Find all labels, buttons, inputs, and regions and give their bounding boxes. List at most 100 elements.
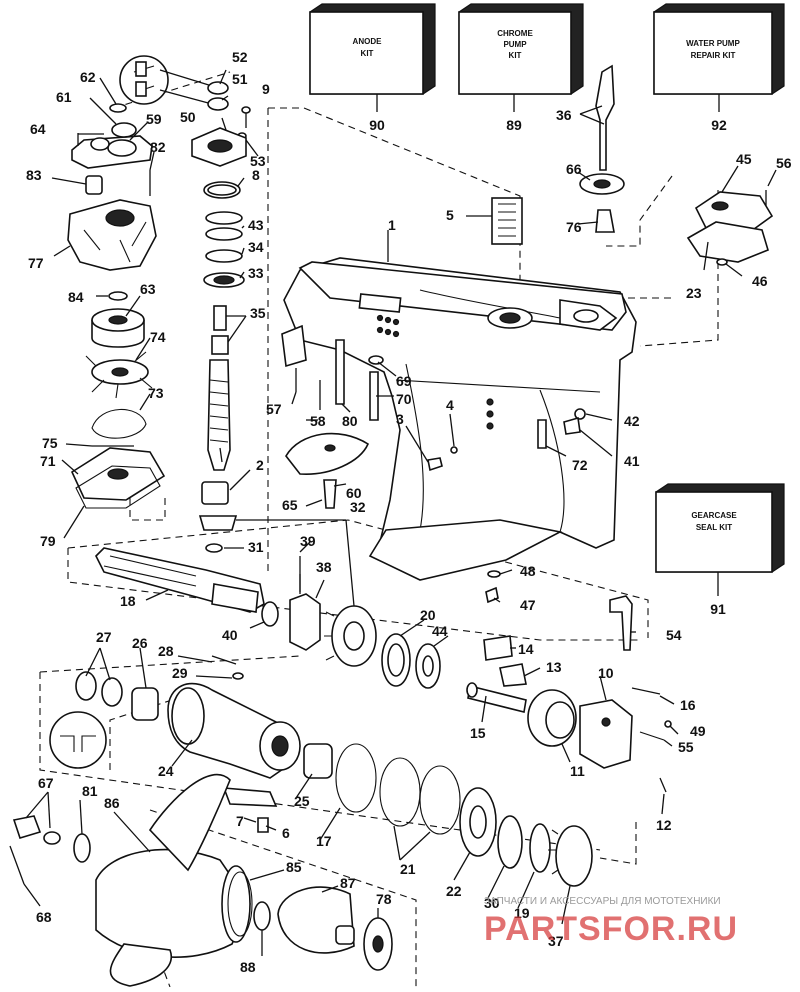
callout-59: 59: [146, 111, 162, 127]
callout-1: 1: [388, 217, 396, 233]
driveshaft-parts: [119, 55, 251, 553]
kit-label-water-pump-repair: WATER PUMP: [686, 39, 740, 48]
callout-9: 9: [262, 81, 270, 97]
callout-29: 29: [172, 665, 188, 681]
kit-number-anode-kit: 90: [369, 117, 385, 133]
callout-47: 47: [520, 597, 536, 613]
callout-19: 19: [514, 905, 530, 921]
callout-61: 61: [56, 89, 72, 105]
callout-44: 44: [432, 623, 448, 639]
callout-22: 22: [446, 883, 462, 899]
kit-box-chrome-pump: CHROME PUMP KIT: [458, 3, 584, 95]
kit-box-anode: ANODE KIT: [309, 3, 436, 95]
gearcase-housing: [283, 257, 637, 581]
kit-label-anode: ANODE: [353, 37, 383, 46]
callout-71: 71: [40, 453, 56, 469]
callout-66: 66: [566, 161, 582, 177]
callout-7: 7: [236, 813, 244, 829]
callout-33: 33: [248, 265, 264, 281]
callout-55: 55: [678, 739, 694, 755]
lower-parts: [9, 655, 593, 987]
callout-56: 56: [776, 155, 792, 171]
callout-20: 20: [420, 607, 436, 623]
callout-65: 65: [282, 497, 298, 513]
callout-87: 87: [340, 875, 356, 891]
callout-80: 80: [342, 413, 358, 429]
callout-63: 63: [140, 281, 156, 297]
callout-49: 49: [690, 723, 706, 739]
callout-88: 88: [240, 959, 256, 975]
callout-53: 53: [250, 153, 266, 169]
callout-42: 42: [624, 413, 640, 429]
callout-21: 21: [400, 861, 416, 877]
callout-32: 32: [350, 499, 366, 515]
callout-5: 5: [446, 207, 454, 223]
callout-39: 39: [300, 533, 316, 549]
callout-75: 75: [42, 435, 58, 451]
callout-57: 57: [266, 401, 282, 417]
callout-27: 27: [96, 629, 112, 645]
callout-72: 72: [572, 457, 588, 473]
callout-83: 83: [26, 167, 42, 183]
callout-77: 77: [28, 255, 44, 271]
callout-62: 62: [80, 69, 96, 85]
callout-36: 36: [556, 107, 572, 123]
callout-13: 13: [546, 659, 562, 675]
callout-68: 68: [36, 909, 52, 925]
leader-lines: [23, 69, 777, 956]
kit-box-gearcase-seal: GEARCASE SEAL KIT: [655, 483, 785, 573]
callout-17: 17: [316, 833, 332, 849]
watermark-brand: PARTSFOR.RU: [484, 910, 738, 948]
watermark: ЗАПЧАСТИ И АКСЕССУАРЫ ДЛЯ МОТОТЕХНИКИ PA…: [484, 896, 738, 948]
callout-14: 14: [518, 641, 534, 657]
callout-6: 6: [282, 825, 290, 841]
callout-74: 74: [150, 329, 166, 345]
callout-35: 35: [250, 305, 266, 321]
water-pump-parts: [67, 103, 166, 509]
callout-4: 4: [446, 397, 454, 413]
callout-15: 15: [470, 725, 486, 741]
kit-label-gearcase-seal: GEARCASE: [691, 511, 737, 520]
callout-34: 34: [248, 239, 264, 255]
callout-50: 50: [180, 109, 196, 125]
callout-82: 82: [150, 139, 166, 155]
callout-51: 51: [232, 71, 248, 87]
callout-30: 30: [484, 895, 500, 911]
kit-box-water-pump-repair: WATER PUMP REPAIR KIT: [653, 3, 785, 95]
svg-text:KIT: KIT: [361, 49, 374, 58]
callout-31: 31: [248, 539, 264, 555]
callout-16: 16: [680, 697, 696, 713]
callout-3: 3: [396, 411, 404, 427]
svg-text:SEAL KIT: SEAL KIT: [696, 523, 732, 532]
callout-8: 8: [252, 167, 260, 183]
callout-70: 70: [396, 391, 412, 407]
propshaft-parts: [95, 547, 672, 793]
callout-45: 45: [736, 151, 752, 167]
callout-52: 52: [232, 49, 248, 65]
callout-86: 86: [104, 795, 120, 811]
callout-79: 79: [40, 533, 56, 549]
callout-28: 28: [158, 643, 174, 659]
callout-81: 81: [82, 783, 98, 799]
callout-64: 64: [30, 121, 46, 137]
svg-text:KIT: KIT: [509, 51, 522, 60]
callout-10: 10: [598, 665, 614, 681]
callout-37: 37: [548, 933, 564, 949]
callout-58: 58: [310, 413, 326, 429]
callout-18: 18: [120, 593, 136, 609]
kit-number-gearcase-seal-kit: 91: [710, 601, 726, 617]
callout-69: 69: [396, 373, 412, 389]
shift-and-pump-parts: [491, 64, 774, 449]
trim-tab-parts: [281, 324, 501, 604]
callout-26: 26: [132, 635, 148, 651]
svg-text:REPAIR KIT: REPAIR KIT: [691, 51, 736, 60]
callout-76: 76: [566, 219, 582, 235]
kit-number-water-pump-repair-kit: 92: [711, 117, 727, 133]
callout-43: 43: [248, 217, 264, 233]
callout-48: 48: [520, 563, 536, 579]
callout-12: 12: [656, 817, 672, 833]
callout-11: 11: [570, 763, 585, 779]
